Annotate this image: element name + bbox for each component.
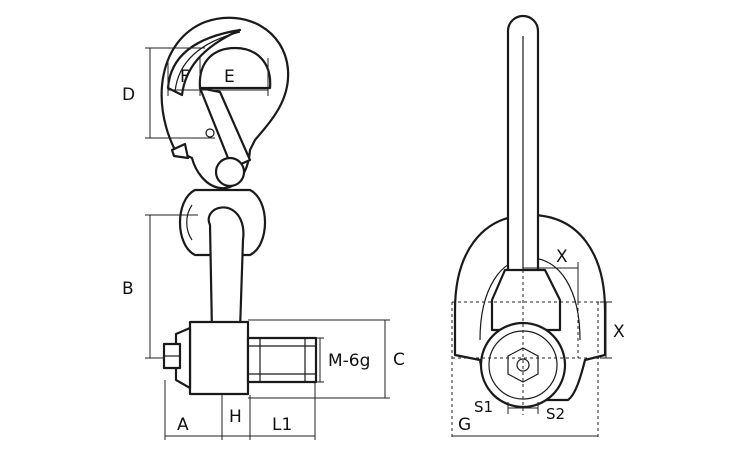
- side-view: D F E B C M-6g: [122, 16, 405, 440]
- label-X-side: X: [613, 322, 625, 342]
- front-bracket: [490, 268, 562, 332]
- base-block: [162, 320, 250, 396]
- dimension-G: G: [452, 415, 598, 437]
- front-loop: [506, 14, 540, 288]
- label-D: D: [122, 85, 135, 105]
- label-H: H: [229, 407, 242, 427]
- label-E: E: [224, 67, 235, 87]
- label-G: G: [458, 415, 471, 435]
- label-B: B: [122, 279, 134, 299]
- dimension-X-side: X: [600, 301, 625, 359]
- front-cap: [479, 321, 567, 409]
- label-F: F: [180, 67, 190, 87]
- dimension-D: D: [122, 47, 215, 139]
- label-S2: S2: [546, 405, 565, 423]
- front-view: X X S1 S2 G: [451, 14, 625, 440]
- dimension-C: C: [248, 319, 405, 399]
- label-C: C: [393, 350, 405, 370]
- dimension-S1-S2: S1 S2: [474, 398, 565, 423]
- dimension-F-E: F E: [167, 58, 269, 96]
- label-L1: L1: [272, 415, 292, 435]
- dimension-B: B: [122, 214, 198, 359]
- hook: [160, 16, 290, 190]
- label-thread: M-6g: [328, 351, 370, 371]
- dimension-thread: M-6g: [316, 337, 370, 383]
- label-S1: S1: [474, 398, 493, 416]
- dimension-A-H-L1: A H L1: [164, 380, 316, 440]
- dimension-X-top: X: [523, 247, 579, 302]
- label-X-top: X: [556, 247, 568, 267]
- label-A: A: [177, 415, 189, 435]
- bolt: [246, 336, 318, 384]
